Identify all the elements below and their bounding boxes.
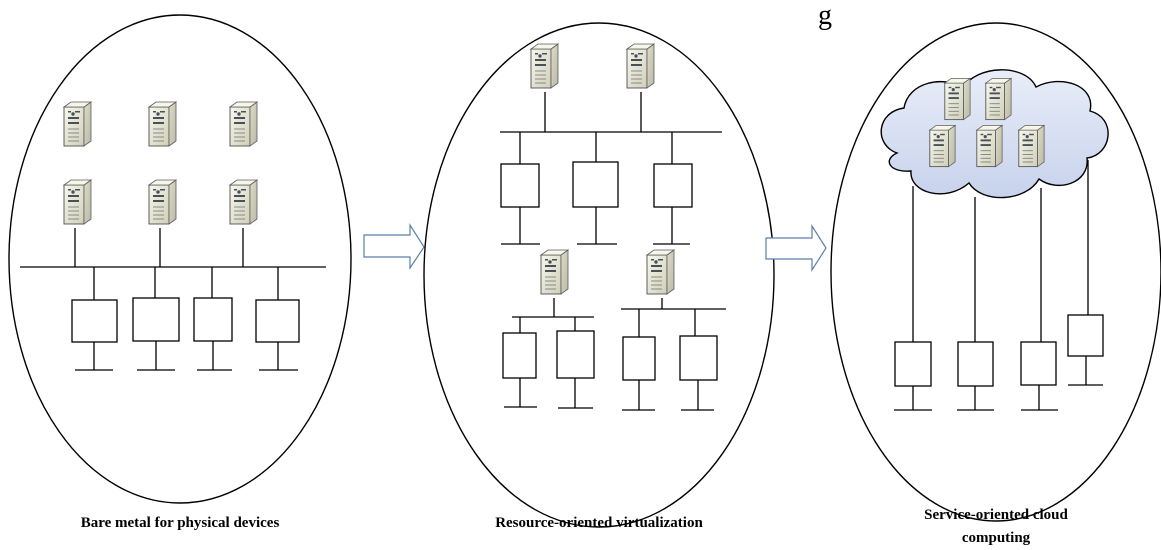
server-icon	[929, 124, 956, 168]
server-icon	[148, 101, 177, 147]
server-icon	[530, 43, 559, 89]
virtual-device-box	[556, 330, 595, 379]
server-icon	[229, 179, 258, 225]
stage-label-virtualization: Resource-oriented virtualization	[495, 515, 703, 531]
stage-label-cloud-line-2: computing	[962, 530, 1031, 546]
server-icon	[63, 101, 92, 147]
device-ground-lines	[75, 341, 298, 371]
top-text-fragment: g	[818, 0, 832, 31]
server-icon	[626, 43, 655, 89]
server-icon	[985, 77, 1012, 121]
lower-drop-lines	[519, 309, 696, 337]
lower-ground-lines	[504, 378, 714, 411]
server-connection-lines	[74, 228, 244, 267]
client-device-box	[894, 341, 932, 387]
server-icon	[976, 124, 1003, 168]
upper-ground-lines	[501, 207, 690, 245]
client-ground-lines	[894, 356, 1103, 411]
upper-drop-lines	[519, 132, 673, 164]
client-device-box	[957, 341, 994, 387]
device-drop-lines	[93, 267, 279, 300]
stage-boundary-ellipse	[423, 22, 775, 528]
device-box	[193, 297, 233, 342]
server-icon	[944, 77, 971, 121]
device-box	[71, 299, 118, 343]
virtual-device-box	[622, 336, 656, 381]
lower-server-lines	[553, 298, 663, 317]
virtual-device-box	[572, 161, 619, 208]
cloud-connection-lines	[912, 160, 1089, 342]
server-icon	[540, 249, 569, 295]
device-box	[132, 297, 180, 342]
client-device-box	[1020, 341, 1057, 386]
arrow-right-icon	[363, 222, 425, 270]
virtual-device-box	[502, 332, 537, 379]
server-icon	[1018, 124, 1045, 168]
virtual-device-box	[679, 335, 718, 381]
device-box	[255, 299, 300, 343]
stage-1-bare-metal	[8, 14, 352, 504]
client-device-box	[1067, 314, 1104, 357]
virtual-device-box	[653, 163, 693, 208]
stage-3-cloud-computing	[830, 22, 1161, 522]
stage-2-virtualization	[423, 22, 775, 528]
server-icon	[63, 179, 92, 225]
stage-boundary-ellipse	[8, 14, 352, 504]
server-icon	[148, 179, 177, 225]
server-icon	[646, 249, 675, 295]
arrow-right-icon	[765, 223, 827, 273]
stage-label-cloud-line-1: Service-oriented cloud	[924, 507, 1068, 523]
server-connection-lines	[544, 92, 642, 132]
stage-label-bare-metal: Bare metal for physical devices	[81, 515, 280, 531]
server-icon	[229, 101, 258, 147]
virtual-device-box	[500, 163, 540, 208]
